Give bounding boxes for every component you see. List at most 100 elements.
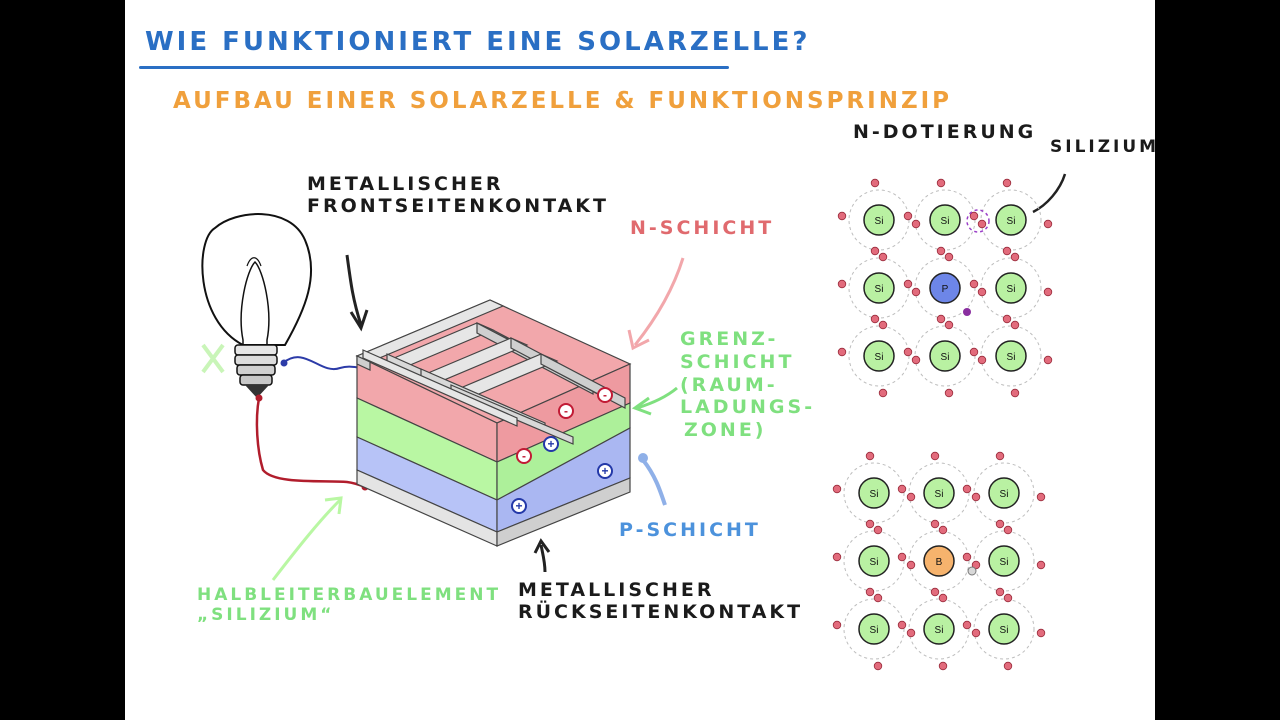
electron xyxy=(906,628,916,638)
highlight-dashed-ring xyxy=(966,209,990,233)
electron xyxy=(1003,661,1013,671)
whiteboard: Wie funktioniert eine Solarzelle? Aufbau… xyxy=(125,0,1156,720)
electron xyxy=(832,552,842,562)
electron xyxy=(971,492,981,502)
label-semiconductor-line2: „Silizium“ xyxy=(197,604,335,625)
electron xyxy=(1043,355,1053,365)
electron xyxy=(977,355,987,365)
wire-back-dot xyxy=(255,394,263,402)
charge-positive-2-sign: + xyxy=(601,464,608,478)
electron xyxy=(971,628,981,638)
front-contact-fingers xyxy=(355,299,626,445)
arrow-semiconductor-head xyxy=(324,496,343,515)
electron xyxy=(911,355,921,365)
electron xyxy=(977,219,987,229)
label-front-contact-line2: Frontseitenkontakt xyxy=(307,194,609,217)
electron xyxy=(911,287,921,297)
cell-charges: - - - + + + xyxy=(511,387,613,514)
electron xyxy=(944,252,954,262)
electron xyxy=(1003,593,1013,603)
electron xyxy=(897,552,907,562)
atom-label: Si xyxy=(870,489,879,500)
atom-label: Si xyxy=(875,216,884,227)
label-boundary-line1: Grenz- xyxy=(680,328,779,350)
electron xyxy=(865,587,875,597)
electron xyxy=(938,593,948,603)
atom-si xyxy=(988,545,1020,577)
electron xyxy=(977,287,987,297)
electron xyxy=(969,279,979,289)
electron xyxy=(944,388,954,398)
electron xyxy=(897,484,907,494)
electron xyxy=(897,620,907,630)
atom-si xyxy=(858,613,890,645)
electron xyxy=(837,211,847,221)
electron xyxy=(837,347,847,357)
electron xyxy=(1002,178,1012,188)
electron xyxy=(873,525,883,535)
label-n-layer: n-Schicht xyxy=(630,217,775,239)
atom-si xyxy=(923,613,955,645)
label-back-contact: Metallischer Rückseitenkontakt xyxy=(518,579,804,624)
electron xyxy=(995,519,1005,529)
label-silicon: Silizium xyxy=(1050,137,1160,157)
electron xyxy=(938,661,948,671)
orbit-ring xyxy=(980,325,1042,387)
arrow-back-contact xyxy=(539,544,547,573)
atom-si xyxy=(863,204,895,236)
electron xyxy=(837,279,847,289)
atom-si xyxy=(995,204,1027,236)
atom-si xyxy=(863,272,895,304)
charge-negative-3: - xyxy=(516,448,532,464)
back-contact-right xyxy=(496,477,631,547)
electron xyxy=(995,451,1005,461)
label-boundary-line3: (Raum- xyxy=(680,373,778,396)
atom-si xyxy=(988,613,1020,645)
atom-si xyxy=(863,340,895,372)
arrow-front-contact xyxy=(345,254,363,326)
atom-label: Si xyxy=(935,625,944,636)
label-p-layer: p-Schicht xyxy=(619,519,761,541)
orbit-ring xyxy=(843,530,905,592)
electron xyxy=(865,519,875,529)
atom-b xyxy=(923,545,955,577)
electron xyxy=(865,451,875,461)
electron xyxy=(911,219,921,229)
charge-negative-2: - xyxy=(597,387,613,403)
arrow-silicon xyxy=(1032,173,1067,214)
label-semiconductor-line1: Halbleiterbauelement xyxy=(197,585,502,605)
atom-si xyxy=(858,477,890,509)
orbit-ring xyxy=(973,462,1035,524)
atom-label: Si xyxy=(1007,352,1016,363)
label-semiconductor: Halbleiterbauelement „Silizium“ xyxy=(197,585,502,625)
charge-positive-2: + xyxy=(597,463,613,479)
label-back-contact-line2: Rückseitenkontakt xyxy=(518,600,804,623)
atom-label: Si xyxy=(941,352,950,363)
arrow-boundary-head xyxy=(631,396,652,416)
electron xyxy=(832,620,842,630)
orbit-ring xyxy=(980,189,1042,251)
arrow-back-contact-head xyxy=(533,538,551,554)
atom-label: B xyxy=(936,557,943,568)
label-front-contact: Metallischer Frontseitenkontakt xyxy=(307,173,609,218)
electron xyxy=(1003,525,1013,535)
arrow-n-layer xyxy=(633,257,685,346)
charge-negative-2-sign: - xyxy=(603,388,607,402)
electron xyxy=(944,320,954,330)
page-title: Wie funktioniert eine Solarzelle? xyxy=(145,27,811,57)
electron xyxy=(1043,287,1053,297)
orbit-ring xyxy=(980,257,1042,319)
electron xyxy=(873,661,883,671)
orbit-ring xyxy=(973,598,1035,660)
atom-si xyxy=(995,340,1027,372)
electron xyxy=(903,211,913,221)
atom-label: Si xyxy=(941,216,950,227)
atom-p xyxy=(929,272,961,304)
atom-label: Si xyxy=(1007,284,1016,295)
electron xyxy=(936,178,946,188)
label-n-doping: n-Dotierung xyxy=(853,121,1037,143)
arrow-n-layer-head xyxy=(627,329,650,351)
electron xyxy=(1002,314,1012,324)
